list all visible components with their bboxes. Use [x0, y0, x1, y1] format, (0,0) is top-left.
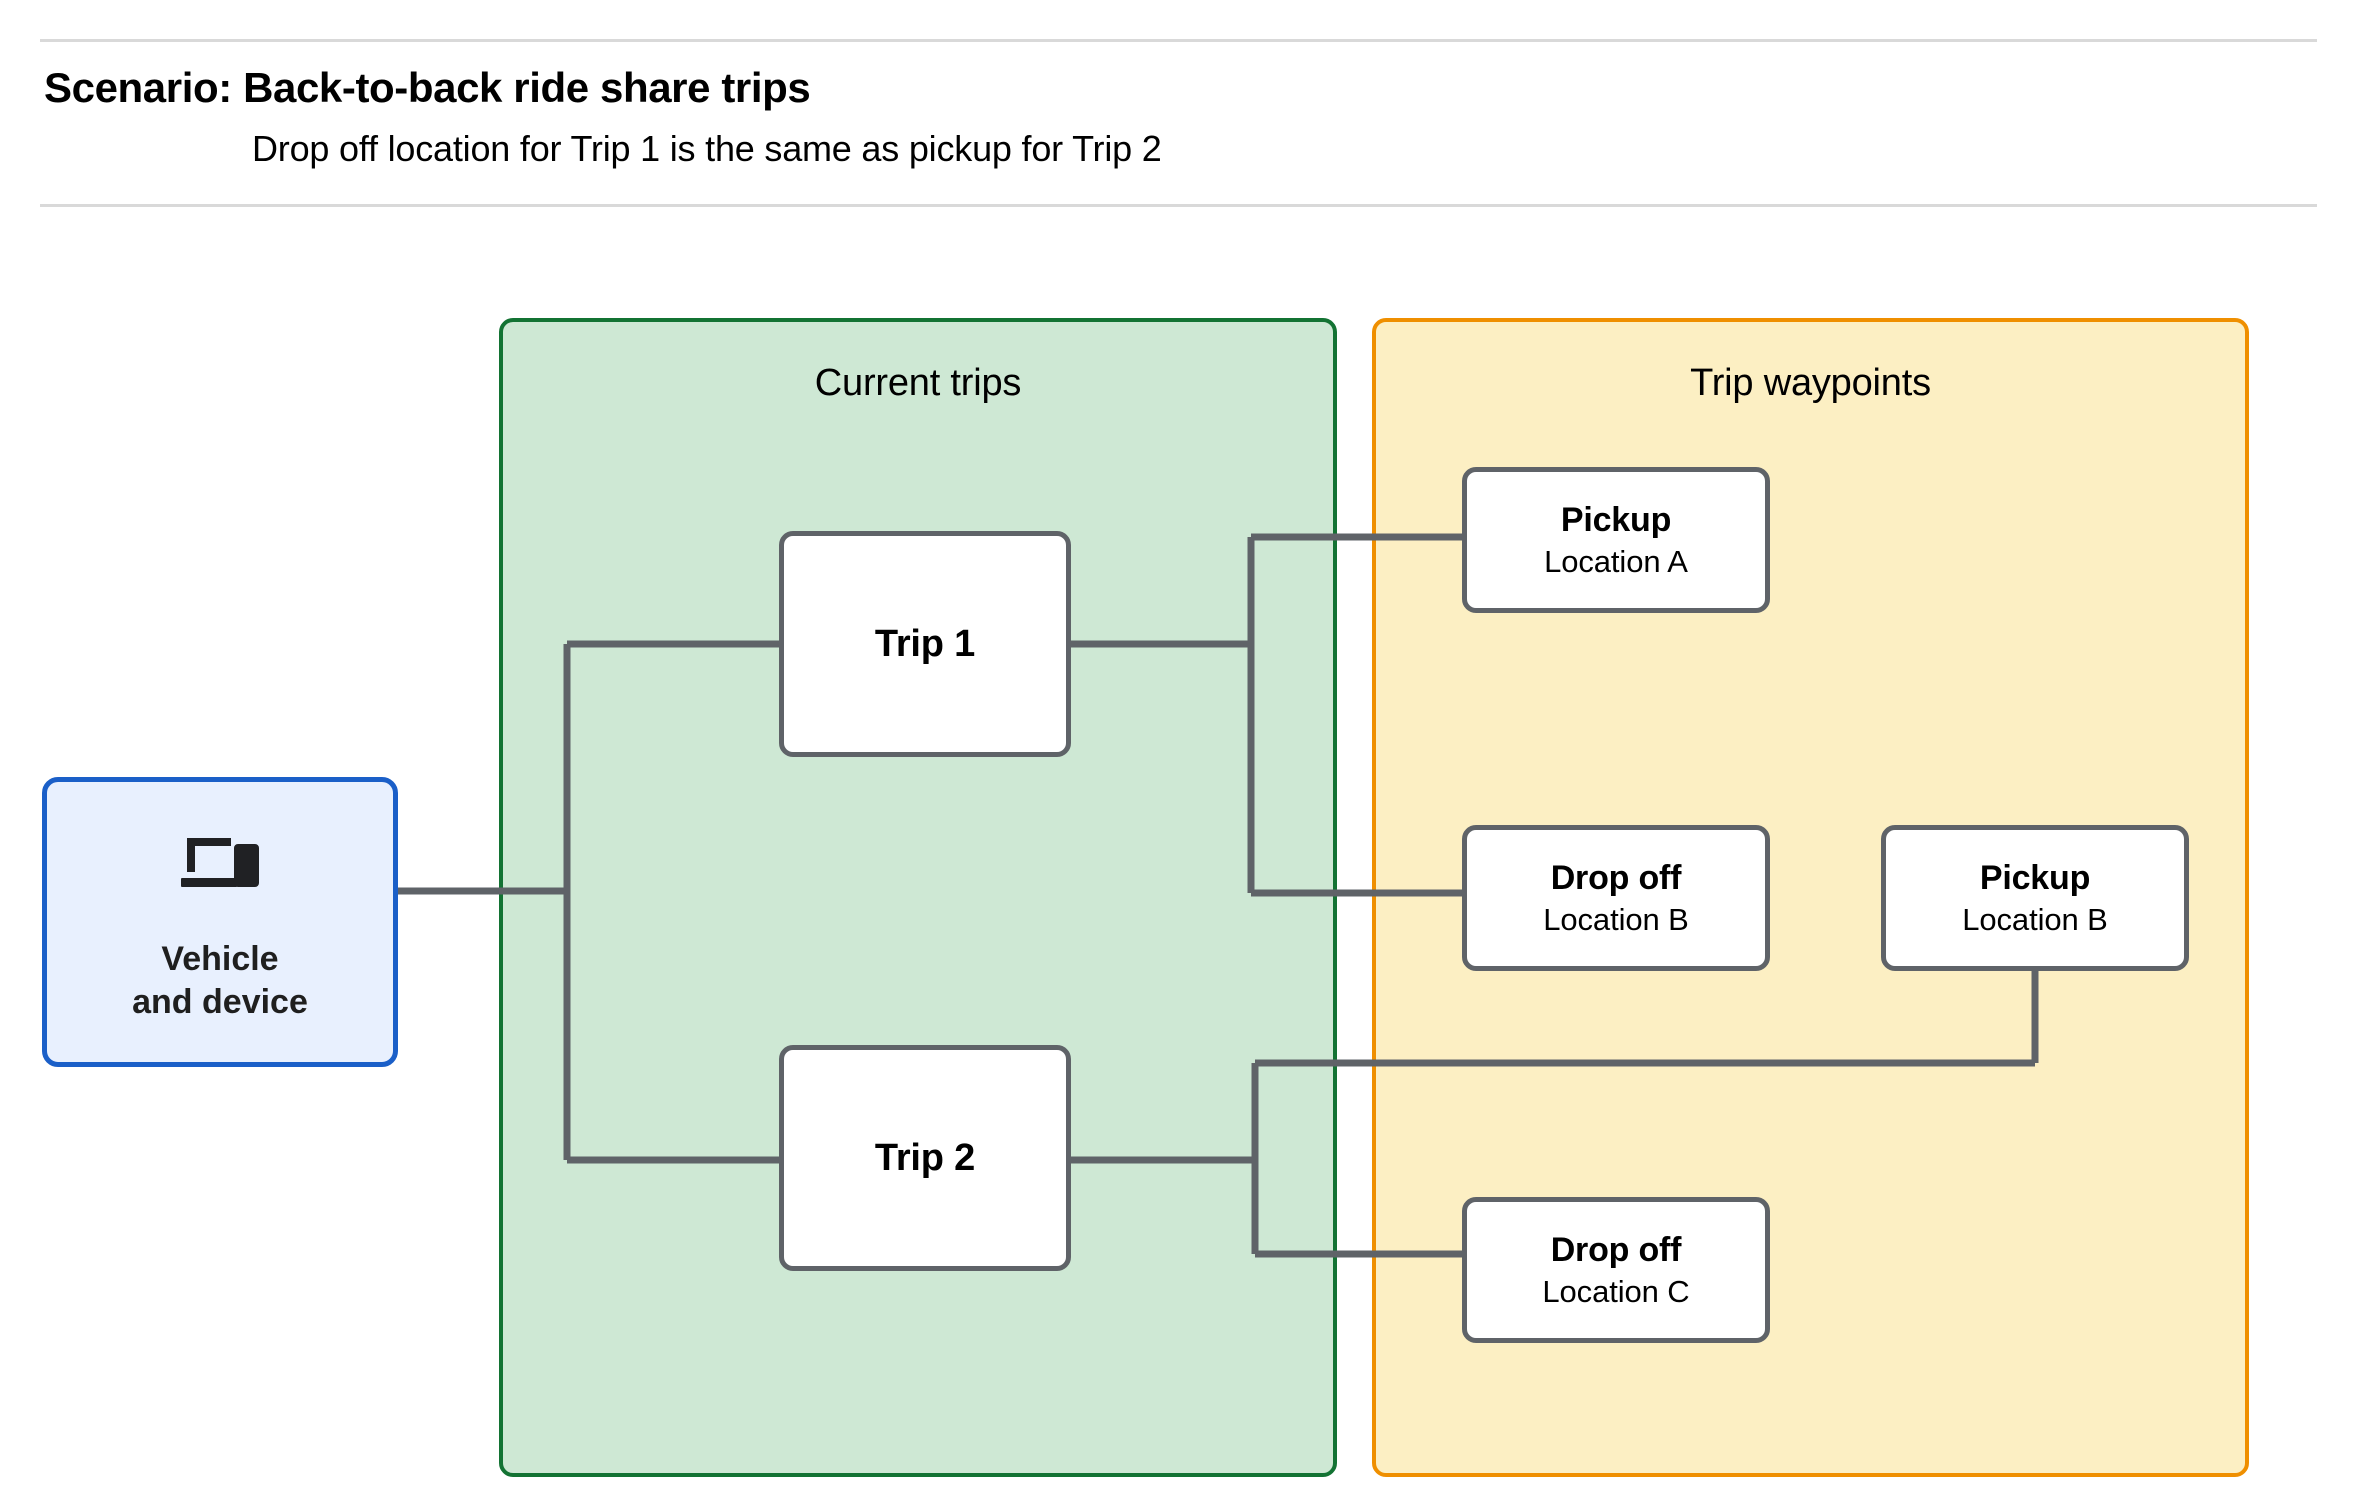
waypoint-dropoff-b-location: Location B — [1543, 901, 1689, 937]
waypoint-pickup-b-location: Location B — [1962, 901, 2108, 937]
page-title: Scenario: Back-to-back ride share trips — [44, 64, 811, 111]
header-divider-top — [40, 39, 2317, 42]
node-waypoint-dropoff-c[interactable]: Drop off Location C — [1462, 1197, 1770, 1343]
waypoint-dropoff-b-title: Drop off — [1550, 858, 1682, 897]
node-trip-1[interactable]: Trip 1 — [779, 531, 1071, 757]
node-vehicle-and-device[interactable]: Vehicle and device — [42, 777, 398, 1067]
waypoint-pickup-b-title: Pickup — [1979, 858, 2091, 897]
page-subtitle: Drop off location for Trip 1 is the same… — [252, 128, 1162, 169]
node-waypoint-dropoff-b[interactable]: Drop off Location B — [1462, 825, 1770, 971]
node-trip-2[interactable]: Trip 2 — [779, 1045, 1071, 1271]
node-vehicle-label: Vehicle and device — [132, 940, 308, 1021]
header-divider-bottom — [40, 204, 2317, 207]
waypoint-pickup-a-title: Pickup — [1560, 500, 1672, 539]
group-current-trips: Current trips — [499, 318, 1337, 1477]
group-current-trips-title: Current trips — [814, 362, 1022, 404]
node-waypoint-pickup-b[interactable]: Pickup Location B — [1881, 825, 2189, 971]
node-trip-2-label: Trip 2 — [874, 1136, 976, 1179]
laptop-and-phone-icon — [181, 838, 259, 887]
waypoint-dropoff-c-title: Drop off — [1550, 1230, 1682, 1269]
waypoint-pickup-a-location: Location A — [1544, 543, 1688, 579]
node-waypoint-pickup-a[interactable]: Pickup Location A — [1462, 467, 1770, 613]
group-trip-waypoints-title: Trip waypoints — [1690, 362, 1931, 404]
waypoint-dropoff-c-location: Location C — [1542, 1273, 1690, 1309]
node-trip-1-label: Trip 1 — [874, 622, 976, 665]
